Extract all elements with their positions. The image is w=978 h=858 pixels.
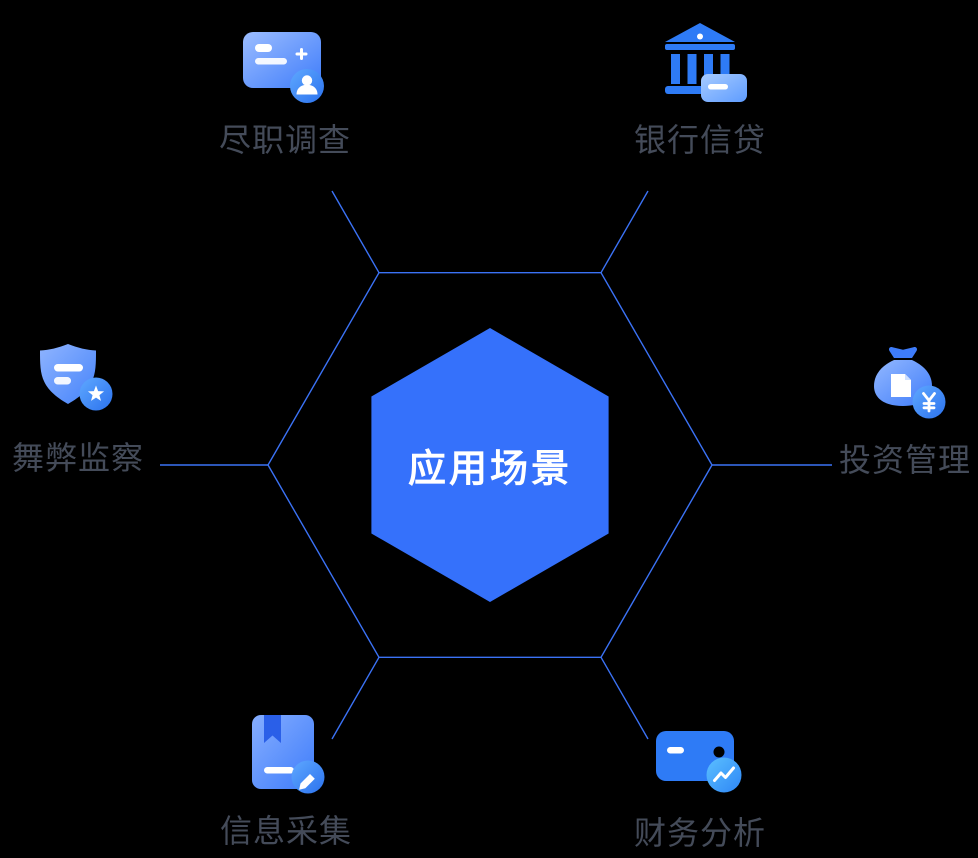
node-investment-management: 投资管理 <box>825 336 978 480</box>
node-info-collection: 信息采集 <box>206 707 366 851</box>
node-label: 投资管理 <box>838 442 971 478</box>
node-label: 财务分析 <box>633 815 766 851</box>
node-financial-analysis: 财务分析 <box>620 709 780 853</box>
center-title: 应用场景 <box>407 448 573 491</box>
id-card-person-icon <box>237 16 333 112</box>
bank-building-card-icon <box>652 16 748 112</box>
shield-star-icon <box>30 334 126 430</box>
bookmark <box>264 715 281 743</box>
node-bank-credit: 银行信贷 <box>620 16 780 160</box>
node-fraud-monitoring: 舞弊监察 <box>0 334 158 478</box>
connector-line-bottom-right <box>600 656 649 740</box>
node-due-diligence: 尽职调查 <box>205 16 365 160</box>
node-label: 舞弊监察 <box>11 440 144 476</box>
card-chart-icon <box>652 709 748 805</box>
node-label: 尽职调查 <box>218 122 351 158</box>
node-label: 信息采集 <box>219 813 352 849</box>
connector-line-top-right <box>600 190 649 274</box>
node-label: 银行信贷 <box>633 122 766 158</box>
money-bag-yen-icon <box>857 336 953 432</box>
connector-line-top-left <box>331 190 380 274</box>
connector-line-bottom-left <box>331 656 380 740</box>
center-hexagon <box>371 328 609 602</box>
book-pencil-icon <box>238 707 334 803</box>
